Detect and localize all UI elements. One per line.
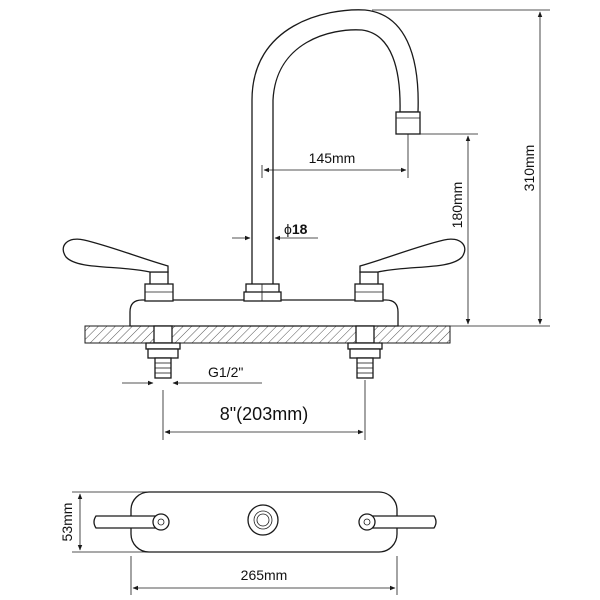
base-plate (129, 299, 399, 327)
dimension-label-spout-reach: 145mm (309, 150, 356, 166)
dimension-label-plate-length: 265mm (241, 567, 288, 583)
svg-text:ϕ18: ϕ18 (284, 221, 308, 237)
plan-view: 53mm 265mm (59, 491, 437, 595)
dimension-label-spout-height: 180mm (449, 182, 465, 229)
right-threaded-shank (347, 325, 383, 379)
dimension-spout-reach: 145mm (261, 134, 409, 178)
spout-aerator (395, 111, 421, 135)
dimension-plate-length: 265mm (130, 556, 398, 595)
left-threaded-shank (145, 325, 181, 379)
countertop-section (84, 325, 451, 344)
front-elevation: 310mm 180mm 145mm ϕ18 G1/2" (62, 9, 550, 440)
dimension-label-center-spacing: 8"(203mm) (220, 404, 308, 424)
plan-right-handle (358, 513, 437, 531)
dimension-label-total-height: 310mm (521, 145, 537, 192)
spout-gooseneck (251, 9, 419, 289)
dimension-total-height: 310mm (372, 9, 550, 327)
plan-spout-mount (247, 504, 279, 536)
diameter-symbol: ϕ (284, 221, 292, 237)
dimension-label-thread: G1/2" (208, 364, 243, 380)
dimension-center-spacing: 8"(203mm) (162, 380, 366, 440)
dimension-label-pipe-diameter: 18 (292, 221, 308, 237)
left-wrist-blade-handle (62, 238, 174, 302)
plan-left-handle (93, 513, 170, 531)
dimension-label-plate-width: 53mm (59, 503, 75, 542)
dimension-thread: G1/2" (122, 364, 262, 386)
right-wrist-blade-handle (354, 238, 466, 302)
dimension-spout-height: 180mm (420, 133, 478, 325)
dimension-pipe-diameter: ϕ18 (232, 221, 318, 241)
dimension-plate-width: 53mm (59, 491, 150, 553)
